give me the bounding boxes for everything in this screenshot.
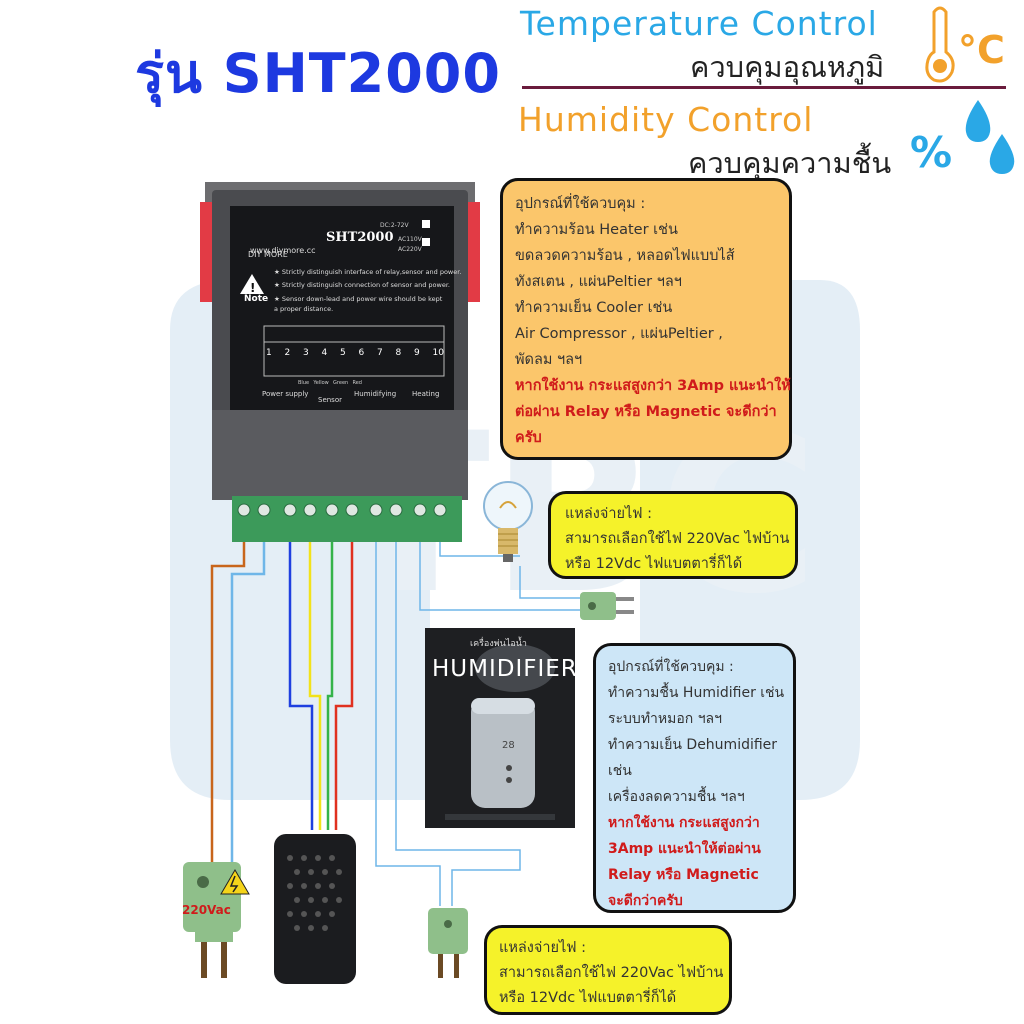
terminal-6: 6 bbox=[358, 348, 365, 358]
main-power-plug-icon bbox=[183, 862, 250, 978]
heater-power-plug-icon bbox=[580, 592, 634, 620]
header-divider bbox=[522, 86, 1006, 89]
group-label-sensor: Sensor bbox=[318, 396, 342, 404]
terminal-3: 3 bbox=[303, 348, 309, 358]
box3-line-2: ทำความชื้น Humidifier เช่น bbox=[608, 685, 785, 701]
box1-line-2: ทำความร้อน Heater เช่น bbox=[515, 222, 678, 238]
device-note-label: Note bbox=[244, 294, 269, 304]
box3-line-5: เช่น bbox=[608, 763, 632, 779]
group-label-humidifying: Humidifying bbox=[354, 390, 397, 398]
box2-line-2: สามารถเลือกใช้ไฟ 220Vac ไฟบ้าน bbox=[565, 531, 790, 547]
humidity-sensor-icon bbox=[274, 834, 356, 984]
box3-line-3: ระบบทำหมอก ฯลฯ bbox=[608, 711, 722, 727]
terminal-1: 1 bbox=[266, 348, 272, 358]
box1-line-6: Air Compressor , แผ่นPeltier , bbox=[515, 326, 723, 342]
terminal-5: 5 bbox=[340, 348, 346, 358]
wire-label-green: Green bbox=[333, 380, 349, 386]
box4-line-1: แหล่งจ่ายไฟ : bbox=[499, 940, 587, 956]
box1-warning-1: หากใช้งาน กระแสสูงกว่า 3Amp แนะนำให้ bbox=[515, 378, 791, 394]
humidity-control-thai: ควบคุมความชื้น bbox=[688, 146, 892, 180]
temperature-control-heading: Temperature Control bbox=[520, 4, 878, 43]
humidity-control-heading: Humidity Control bbox=[518, 100, 814, 139]
humidifier-title: HUMIDIFIER bbox=[432, 656, 578, 682]
percent-unit: % bbox=[910, 128, 953, 177]
voltage-option-dc: DC:2-72V bbox=[380, 222, 409, 229]
box4-line-3: หรือ 12Vdc ไฟแบตตารี่ก็ได้ bbox=[499, 990, 677, 1006]
device-note-3: ★ Sensor down-lead and power wire should… bbox=[274, 295, 443, 313]
box3-line-4: ทำความเย็น Dehumidifier bbox=[608, 737, 778, 753]
group-label-heating: Heating bbox=[412, 390, 440, 398]
temperature-control-thai: ควบคุมอุณหภูมิ bbox=[690, 50, 885, 84]
humidity-control-info-box: อุปกรณ์ที่ใช้ควบคุม : ทำความชื้น Humidif… bbox=[593, 643, 796, 913]
terminal-7: 7 bbox=[377, 348, 383, 358]
page-title: รุ่น SHT2000 bbox=[135, 42, 501, 105]
humidifier-display: 28 bbox=[502, 740, 515, 751]
terminal-4: 4 bbox=[321, 348, 328, 358]
terminal-2: 2 bbox=[284, 348, 291, 358]
voltage-option-ac220: AC220V bbox=[398, 246, 422, 253]
box3-warning-1: หากใช้งาน กระแสสูงกว่า bbox=[608, 815, 760, 831]
humidifier-image bbox=[425, 628, 575, 828]
box1-line-4: ทังสเตน , แผ่นPeltier ฯลฯ bbox=[515, 274, 682, 290]
power-supply-info-box-bottom: แหล่งจ่ายไฟ : สามารถเลือกใช้ไฟ 220Vac ไฟ… bbox=[484, 925, 732, 1015]
controller-device: ! bbox=[200, 182, 480, 500]
humidifier-subtitle: เครื่องพ่นไอน้ำ bbox=[470, 639, 527, 649]
box1-line-5: ทำความเย็น Cooler เช่น bbox=[515, 300, 673, 316]
terminal-10: 10 bbox=[432, 348, 444, 358]
device-model-label: SHT2000 bbox=[326, 230, 394, 245]
main-plug-voltage-label: 220Vac bbox=[182, 903, 231, 917]
terminal-numbers: 1 2 3 4 5 6 7 8 9 10 bbox=[266, 348, 444, 358]
box1-line-7: พัดลม ฯลฯ bbox=[515, 352, 583, 368]
box3-line-6: เครื่องลดความชื้น ฯลฯ bbox=[608, 789, 745, 805]
box1-warning-2: ต่อผ่าน Relay หรือ Magnetic จะดีกว่า bbox=[515, 404, 777, 420]
terminal-9: 9 bbox=[414, 348, 420, 358]
box1-line-3: ขดลวดความร้อน , หลอดไฟแบบไส้ bbox=[515, 248, 735, 264]
box4-line-2: สามารถเลือกใช้ไฟ 220Vac ไฟบ้าน bbox=[499, 965, 724, 981]
box3-line-1: อุปกรณ์ที่ใช้ควบคุม : bbox=[608, 659, 734, 675]
device-note-1: ★ Strictly distinguish interface of rela… bbox=[274, 268, 462, 276]
wire-label-yellow: Yellow bbox=[313, 380, 329, 386]
device-brand: DIY MORE bbox=[248, 250, 288, 259]
svg-text:!: ! bbox=[250, 281, 255, 295]
celsius-unit: °C bbox=[958, 28, 1005, 72]
box2-line-3: หรือ 12Vdc ไฟแบตตารี่ก็ได้ bbox=[565, 556, 743, 572]
wire-label-red: Red bbox=[352, 380, 362, 386]
box3-warning-2: 3Amp แนะนำให้ต่อผ่าน bbox=[608, 841, 761, 857]
water-drops-icon bbox=[965, 100, 1015, 174]
heating-cooling-info-box: อุปกรณ์ที่ใช้ควบคุม : ทำความร้อน Heater … bbox=[500, 178, 792, 460]
device-website: www.diymore.cc bbox=[250, 246, 316, 255]
box3-warning-3: Relay หรือ Magnetic bbox=[608, 867, 759, 883]
box1-warning-3: ครับ bbox=[515, 430, 542, 446]
light-bulb-icon bbox=[483, 481, 533, 562]
terminal-8: 8 bbox=[395, 348, 402, 358]
wire-label-blue: Blue bbox=[298, 380, 310, 386]
sensor-wire-labels: Blue Yellow Green Red bbox=[298, 380, 362, 386]
terminal-block bbox=[232, 496, 462, 542]
device-note-2: ★ Strictly distinguish connection of sen… bbox=[274, 281, 450, 289]
box2-line-1: แหล่งจ่ายไฟ : bbox=[565, 506, 653, 522]
box3-warning-4: จะดีกว่าครับ bbox=[608, 893, 683, 909]
thermometer-icon bbox=[925, 6, 955, 83]
voltage-option-ac110: AC110V bbox=[398, 236, 422, 243]
group-label-power: Power supply bbox=[262, 390, 309, 398]
humidifier-power-plug-icon bbox=[428, 908, 468, 978]
power-supply-info-box-top: แหล่งจ่ายไฟ : สามารถเลือกใช้ไฟ 220Vac ไฟ… bbox=[548, 491, 798, 579]
box1-line-1: อุปกรณ์ที่ใช้ควบคุม : bbox=[515, 196, 646, 212]
